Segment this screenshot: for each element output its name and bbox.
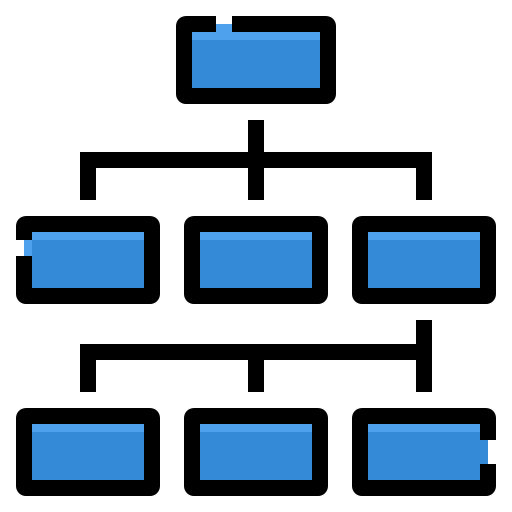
bottom-node-box-left (16, 408, 160, 496)
bottom-node-box-center (184, 408, 328, 496)
middle-node-box-center (184, 216, 328, 304)
bottom-node-box-right (352, 408, 496, 496)
connector-bottom (80, 320, 432, 392)
connector-top (80, 120, 432, 200)
middle-node-box-right (352, 216, 496, 304)
root-node-box (176, 16, 336, 104)
middle-node-box-left (16, 216, 160, 304)
